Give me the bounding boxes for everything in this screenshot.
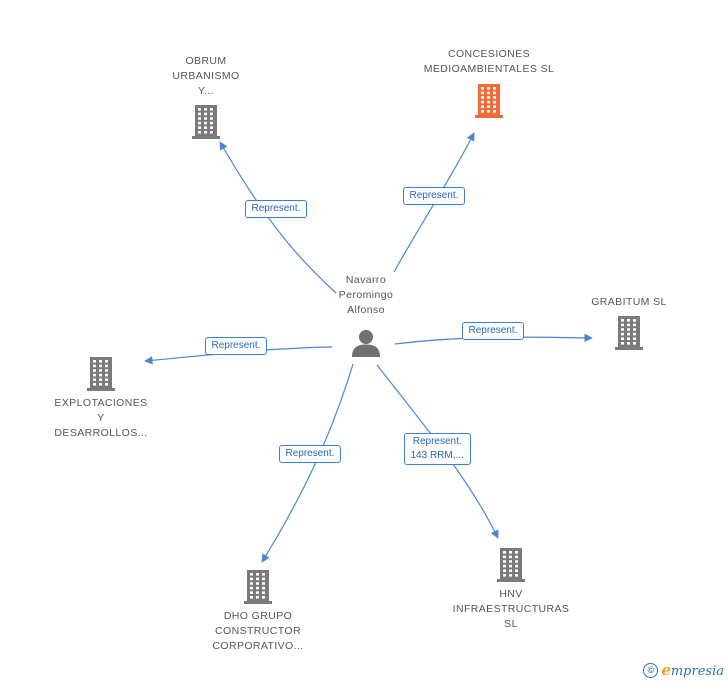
building-icon[interactable] xyxy=(192,105,220,144)
company-name-obrum-line: URBANISMO xyxy=(172,70,240,82)
company-name-hnv-line: HNV xyxy=(499,588,523,600)
relation-label-hnv[interactable]: Represent. 143 RRM,... xyxy=(403,433,471,465)
relation-edge-obrum xyxy=(219,141,337,294)
relation-label-concesiones[interactable]: Represent. xyxy=(402,187,466,205)
building-icon[interactable] xyxy=(244,570,272,609)
relation-label-line: Represent. xyxy=(468,325,518,336)
company-name-obrum-line: OBRUM xyxy=(185,55,227,67)
copyright-icon: © xyxy=(643,662,659,678)
company-name-hnv-line: SL xyxy=(504,618,518,630)
relation-label-line: Represent. xyxy=(211,340,261,351)
company-name-explotaciones: EXPLOTACIONES Y DESARROLLOS... xyxy=(54,396,147,441)
relation-label-line: Represent. xyxy=(412,436,462,447)
company-name-dho-line: DHO GRUPO xyxy=(223,610,293,622)
relation-label-line: Represent. xyxy=(251,203,301,214)
relation-edge-dho xyxy=(261,363,354,563)
relation-label-line: Represent. xyxy=(285,448,335,459)
person-icon[interactable] xyxy=(351,329,381,362)
company-name-dho-line: CONSTRUCTOR xyxy=(215,625,301,637)
person-name-line: Alfonso xyxy=(347,304,385,316)
relation-label-line: 143 RRM,... xyxy=(410,450,464,461)
company-name-concesiones-line: CONCESIONES xyxy=(448,48,530,60)
relation-label-line: Represent. xyxy=(409,190,459,201)
company-name-explotaciones-line: DESARROLLOS... xyxy=(54,427,148,439)
empresia-logo: empresia xyxy=(661,661,724,679)
footer-brand: © empresia xyxy=(643,661,724,679)
company-name-explotaciones-line: EXPLOTACIONES xyxy=(54,397,148,409)
company-name-explotaciones-line: Y xyxy=(97,412,105,424)
company-name-grabitum-line: GRABITUM SL xyxy=(591,296,667,308)
relation-label-obrum[interactable]: Represent. xyxy=(244,200,308,218)
building-icon[interactable] xyxy=(497,548,525,587)
company-name-concesiones: CONCESIONES MEDIOAMBIENTALES SL xyxy=(424,47,555,77)
company-name-hnv: HNV INFRAESTRUCTURAS SL xyxy=(453,587,570,632)
person-name-line: Navarro xyxy=(345,274,387,286)
company-name-hnv-line: INFRAESTRUCTURAS xyxy=(452,603,570,615)
relation-label-grabitum[interactable]: Represent. xyxy=(461,322,525,340)
company-name-obrum: OBRUM URBANISMO Y... xyxy=(172,54,239,99)
company-name-grabitum: GRABITUM SL xyxy=(591,295,667,310)
person-name-line: Peromingo xyxy=(338,289,394,301)
relation-label-explotaciones[interactable]: Represent. xyxy=(204,337,268,355)
company-name-obrum-line: Y... xyxy=(197,85,215,97)
building-icon[interactable] xyxy=(87,357,115,396)
building-icon[interactable] xyxy=(615,316,643,355)
company-name-dho-line: CORPORATIVO... xyxy=(212,640,304,652)
company-name-dho: DHO GRUPO CONSTRUCTOR CORPORATIVO... xyxy=(212,609,303,654)
company-name-concesiones-line: MEDIOAMBIENTALES SL xyxy=(423,63,555,75)
relation-label-dho[interactable]: Represent. xyxy=(278,445,342,463)
building-icon[interactable] xyxy=(475,84,503,123)
